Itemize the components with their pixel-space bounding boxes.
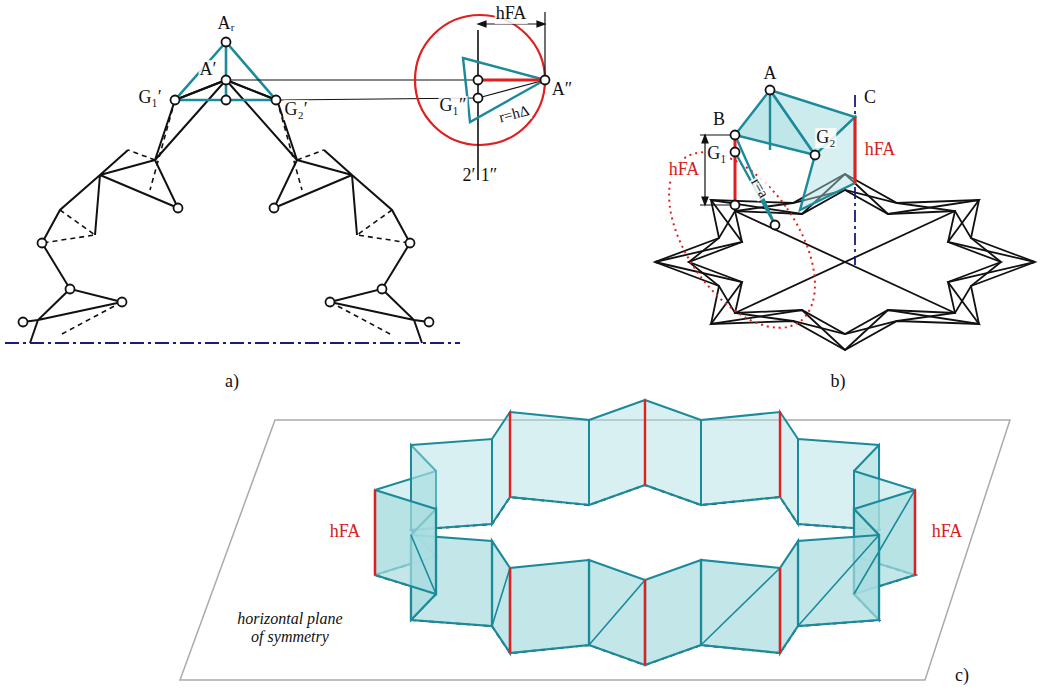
figure-label: a) bbox=[224, 372, 240, 392]
figure-label: horizontal plane of symmetry bbox=[229, 610, 351, 645]
figure-label: b) bbox=[830, 372, 847, 392]
figure-label: 1″ bbox=[480, 166, 499, 186]
figure-label: r=a bbox=[747, 174, 772, 201]
figure-label: C bbox=[863, 88, 877, 108]
figure-label: c) bbox=[954, 666, 970, 686]
height-lines bbox=[375, 400, 915, 665]
figure-label: Aᵣ bbox=[216, 14, 235, 34]
teal-tetrahedron bbox=[731, 86, 856, 230]
figure-label: hFA bbox=[329, 522, 362, 542]
arch-chain bbox=[19, 80, 434, 343]
side-view bbox=[231, 12, 550, 180]
figure-label: G₁′ bbox=[137, 88, 162, 108]
figure-label: hFA bbox=[864, 140, 897, 160]
figure-label: hFA bbox=[495, 4, 528, 24]
figure-label: hFA bbox=[668, 160, 701, 180]
top-triangle bbox=[171, 38, 281, 105]
figure-label: G₂′ bbox=[283, 100, 308, 120]
figure-label: A′ bbox=[199, 60, 218, 80]
figure-label: G₁ bbox=[706, 144, 727, 164]
figure-label: G₁″ bbox=[439, 96, 468, 116]
figure-label: hFA bbox=[931, 522, 964, 542]
symmetry-axis bbox=[5, 342, 460, 344]
face-diagonals bbox=[411, 490, 915, 645]
figure-label: B bbox=[712, 110, 726, 130]
figure-label: A″ bbox=[551, 80, 574, 100]
star-ring bbox=[655, 174, 1035, 350]
figure-label: G₂ bbox=[815, 128, 836, 148]
dimension bbox=[700, 135, 731, 205]
figure-label: A bbox=[763, 64, 778, 84]
figure-label: 2′ bbox=[462, 166, 477, 186]
